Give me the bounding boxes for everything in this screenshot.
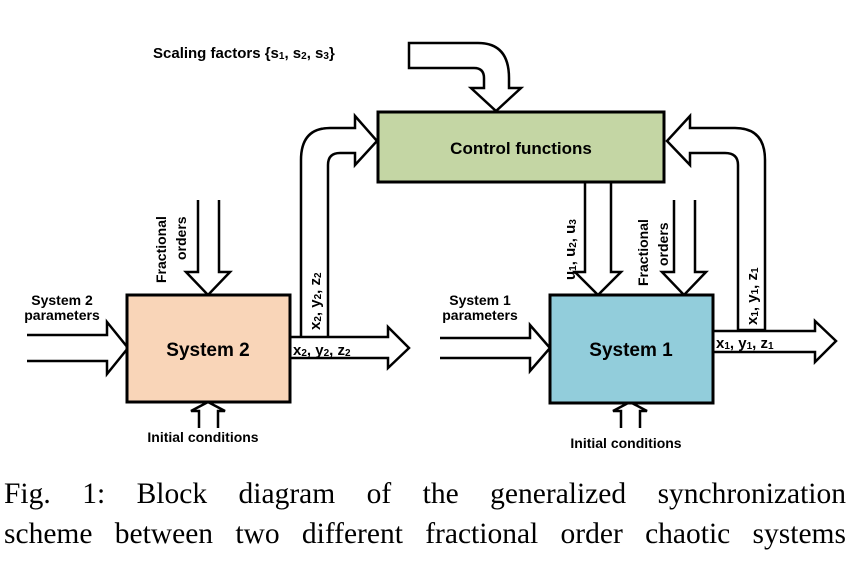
system1-block xyxy=(548,293,715,405)
control-functions-label: Control functions xyxy=(450,139,592,158)
control-output-arrow xyxy=(571,178,625,297)
scaling-factors-label: Scaling factors {s1, s2, s3} xyxy=(153,45,335,62)
system1-orders-label-2: orders xyxy=(655,222,671,266)
block-diagram: Control functions System 2 System 1 Scal… xyxy=(24,41,838,451)
orders-arrow-system2 xyxy=(183,200,233,297)
system1-feedback-label: x1, y1, z1 xyxy=(744,267,761,325)
system2-params-label-2: parameters xyxy=(24,307,100,323)
system2-block xyxy=(125,293,292,404)
system1-output-label: x1, y1, z1 xyxy=(716,335,774,352)
caption-line-1: Fig. 1: Block diagram of the generalized… xyxy=(4,478,846,510)
system1-label: System 1 xyxy=(589,340,673,361)
caption-line-2: scheme between two different fractional … xyxy=(4,518,846,550)
init-arrow-system1 xyxy=(612,400,648,428)
system1-init-label: Initial conditions xyxy=(570,435,681,451)
feedback-arrow-system2 xyxy=(299,112,379,342)
output-arrow-system1 xyxy=(713,318,838,366)
scaling-arrow xyxy=(407,41,525,113)
system2-orders-label-1: Fractional xyxy=(153,216,169,283)
system2-orders-label-2: orders xyxy=(173,216,189,260)
params-arrow-system1 xyxy=(440,321,552,375)
system2-output-label: x2, y2, z2 xyxy=(293,342,351,359)
params-arrow-system2 xyxy=(27,318,130,378)
control-signals-label: u1, u2, u3 xyxy=(562,219,579,280)
init-arrow-system2 xyxy=(190,400,226,428)
control-functions-block xyxy=(376,110,666,184)
output-arrow-system2 xyxy=(290,323,411,371)
feedback-arrow-system1 xyxy=(665,112,767,332)
figure-caption: Fig. 1: Block diagram of the generalized… xyxy=(4,474,846,554)
system2-label: System 2 xyxy=(166,340,249,361)
system1-orders-label-1: Fractional xyxy=(635,219,651,286)
system2-feedback-label: x2, y2, z2 xyxy=(307,272,324,330)
system1-params-label-1: System 1 xyxy=(449,292,511,308)
system2-params-label-1: System 2 xyxy=(31,292,93,308)
system2-init-label: Initial conditions xyxy=(147,429,258,445)
system1-params-label-2: parameters xyxy=(442,307,518,323)
